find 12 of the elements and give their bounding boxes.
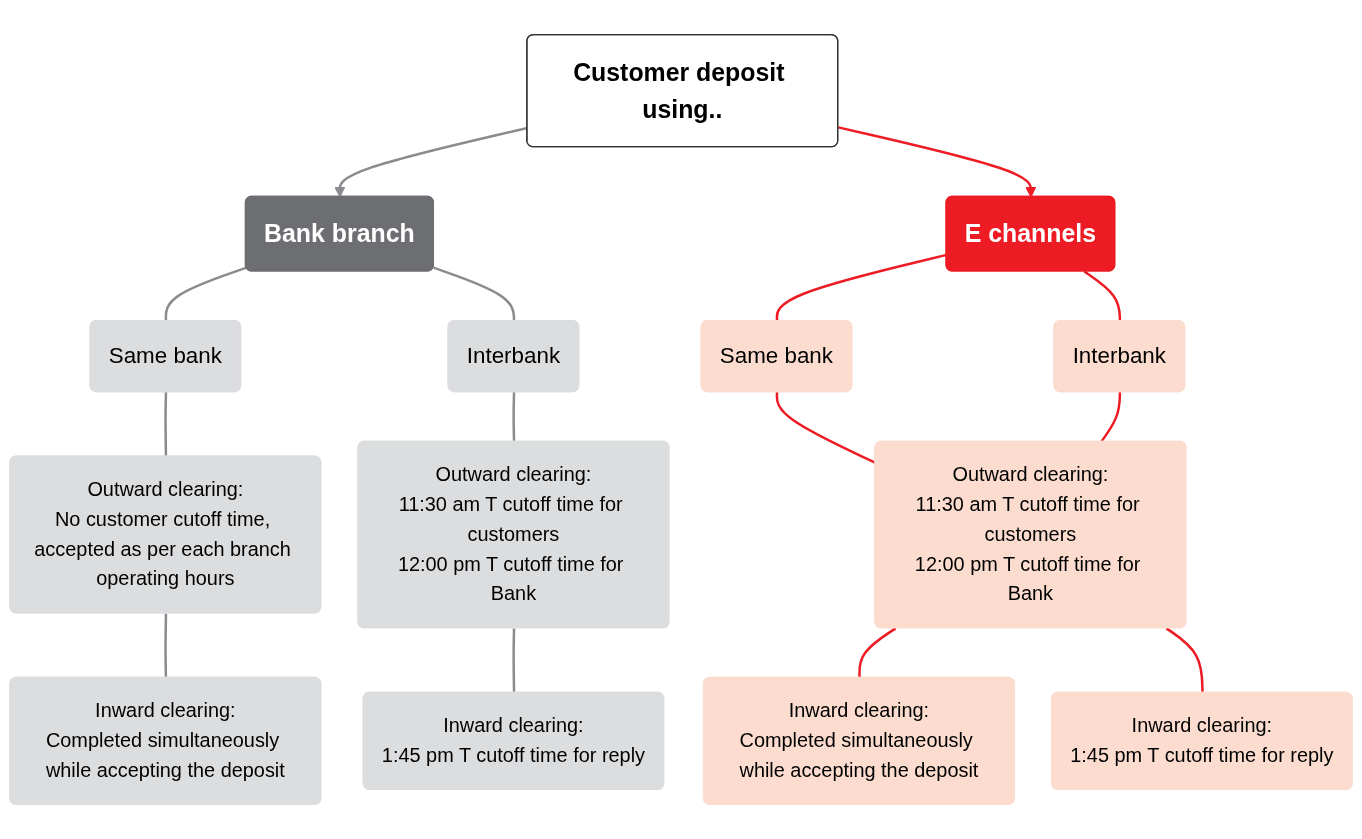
connector [858,627,897,679]
connector [164,613,168,679]
connector [1165,627,1204,693]
connector [775,253,947,322]
arrow [838,126,1037,198]
connector [164,392,168,457]
connector [512,392,516,442]
connector [512,628,516,694]
connector [433,266,516,322]
connector [1100,392,1122,443]
connector [164,266,247,322]
connector [1083,270,1122,322]
